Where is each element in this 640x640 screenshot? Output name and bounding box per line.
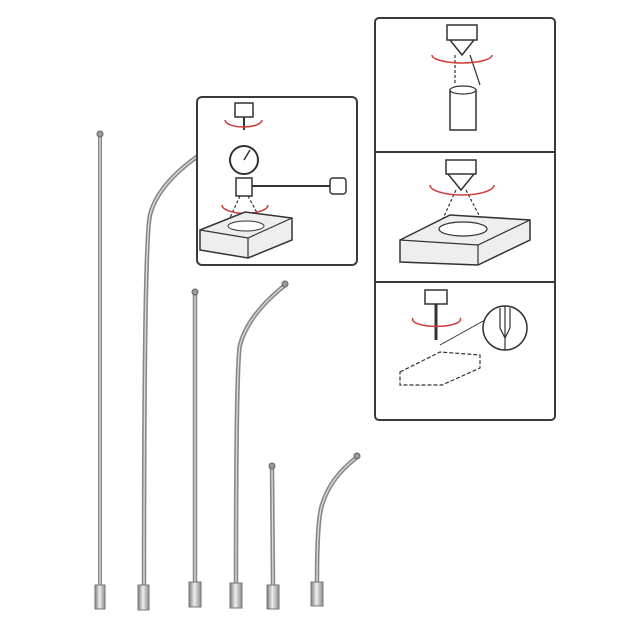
- probe-shank: [188, 581, 202, 608]
- probe-straight-long: [94, 130, 106, 610]
- workpiece-block-icon: [399, 214, 531, 266]
- probe-shank: [310, 581, 324, 607]
- rotation-arrow-icon: [431, 54, 493, 64]
- diagram-column: [374, 17, 556, 421]
- diagram-hole-centering: [399, 159, 531, 266]
- spindle-icon: [234, 102, 254, 118]
- probe-shank: [94, 584, 106, 610]
- indicator-plunger-icon: [329, 177, 347, 195]
- probe-ball-tip: [268, 462, 276, 470]
- probe-ball-tip: [281, 280, 289, 288]
- rotation-arrow-icon: [411, 317, 462, 328]
- probe-bent-short: [310, 452, 361, 607]
- workpiece-block-icon: [199, 211, 293, 259]
- rotation-arrow-icon: [429, 184, 495, 196]
- probe-bent-medium: [229, 280, 289, 609]
- diagram-dial-indicator: [196, 96, 358, 266]
- probe-shank: [266, 584, 280, 610]
- diagram-edge-finding: [399, 289, 528, 386]
- probe-ball-tip: [353, 452, 361, 460]
- probe-shank: [229, 582, 243, 609]
- probe-shank: [137, 584, 150, 611]
- rotation-arrow-icon: [224, 119, 263, 128]
- cylinder-icon: [449, 89, 477, 131]
- probe-straight-short: [266, 462, 280, 610]
- probe-straight-medium: [188, 288, 202, 608]
- workpiece-block-icon: [399, 351, 481, 386]
- probe-ball-tip: [191, 288, 199, 296]
- probe-ball-tip: [96, 130, 104, 138]
- diagram-cylinder-holder: [431, 24, 493, 131]
